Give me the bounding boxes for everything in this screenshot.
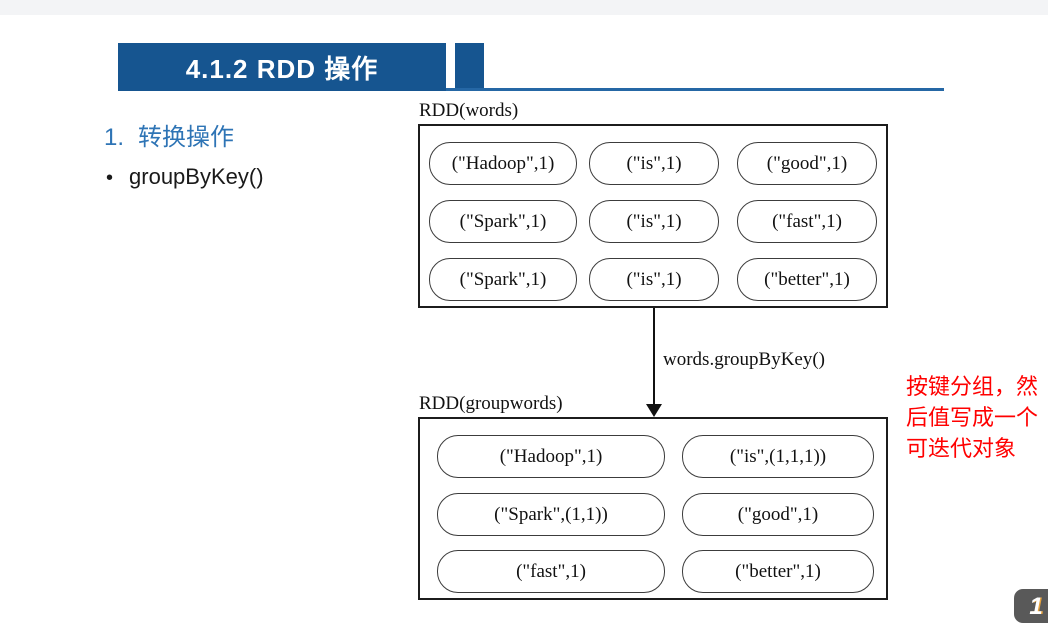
tuple-text: ("fast",1) <box>516 560 586 582</box>
tuple-pill: ("Spark",1) <box>429 258 577 301</box>
transform-arrow-label: words.groupByKey() <box>663 349 826 370</box>
tuple-text: ("better",1) <box>764 268 850 290</box>
tuple-pill: ("good",1) <box>682 493 874 536</box>
annotation-line: 后值写成一个 <box>906 405 1039 430</box>
tuple-pill: ("fast",1) <box>437 550 665 593</box>
tuple-pill: ("is",(1,1,1)) <box>682 435 874 478</box>
tuple-pill: ("Hadoop",1) <box>429 142 577 185</box>
tuple-pill: ("is",1) <box>589 200 719 243</box>
tuple-text: ("Hadoop",1) <box>499 445 603 467</box>
rdd-words-box: ("Hadoop",1) ("is",1) ("good",1) ("Spark… <box>418 124 888 308</box>
tuple-text: ("good",1) <box>737 503 819 525</box>
tuple-pill: ("Spark",1) <box>429 200 577 243</box>
section-number: 1. <box>104 124 125 151</box>
rdd-groupwords-label: RDD(groupwords) <box>419 393 563 414</box>
section-heading: 1. 转换操作 <box>104 117 234 152</box>
tuple-text: ("fast",1) <box>772 210 842 232</box>
annotation-note: 按键分组，然 后值写成一个 可迭代对象 <box>906 371 1048 464</box>
transform-arrow-head-icon <box>646 404 662 417</box>
tuple-text: ("is",(1,1,1)) <box>729 445 827 467</box>
top-strip <box>0 0 1048 15</box>
tuple-pill: ("good",1) <box>737 142 877 185</box>
tuple-text: ("good",1) <box>766 152 848 174</box>
slide-title-banner: 4.1.2 RDD 操作 <box>118 43 446 91</box>
tuple-pill: ("better",1) <box>682 550 874 593</box>
tuple-pill: ("is",1) <box>589 142 719 185</box>
tuple-text: ("Spark",1) <box>459 268 547 290</box>
tuple-pill: ("fast",1) <box>737 200 877 243</box>
title-accent-square <box>455 43 484 91</box>
tuple-pill: ("is",1) <box>589 258 719 301</box>
tuple-text: ("Hadoop",1) <box>451 152 555 174</box>
bullet-icon: • <box>106 167 114 189</box>
tuple-text: ("Spark",1) <box>459 210 547 232</box>
tuple-pill: ("better",1) <box>737 258 877 301</box>
tuple-pill: ("Hadoop",1) <box>437 435 665 478</box>
page-number-badge: 1 <box>1014 589 1048 623</box>
bullet-text: groupByKey() <box>129 164 264 189</box>
page-number: 1 <box>1029 593 1043 620</box>
tuple-text: ("is",1) <box>626 210 682 232</box>
bullet-item: • groupByKey() <box>106 164 264 190</box>
section-title: 转换操作 <box>138 124 235 151</box>
slide-title: 4.1.2 RDD 操作 <box>185 53 379 84</box>
annotation-line: 可迭代对象 <box>906 436 1017 461</box>
tuple-text: ("is",1) <box>626 268 682 290</box>
tuple-text: ("Spark",(1,1)) <box>494 503 608 525</box>
rdd-words-label: RDD(words) <box>419 100 519 121</box>
annotation-line: 按键分组，然 <box>906 374 1039 399</box>
rdd-groupwords-box: ("Hadoop",1) ("is",(1,1,1)) ("Spark",(1,… <box>418 417 888 600</box>
tuple-pill: ("Spark",(1,1)) <box>437 493 665 536</box>
tuple-text: ("better",1) <box>735 560 821 582</box>
tuple-text: ("is",1) <box>626 152 682 174</box>
transform-arrow-line <box>653 308 655 407</box>
title-underline <box>446 88 944 91</box>
